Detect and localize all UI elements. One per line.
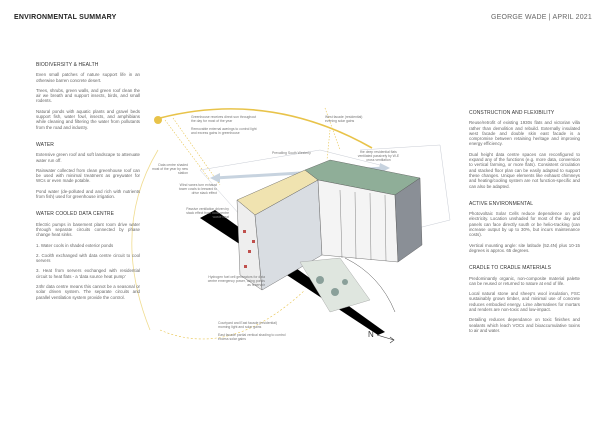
east-wing-curve	[344, 257, 396, 313]
paragraph: Electric pumps in basement plant room dr…	[36, 221, 140, 238]
paragraph: Photovoltaic Solar Cells reduce dependen…	[469, 211, 580, 238]
section-heading: WATER	[36, 141, 54, 148]
paragraph: Pond water (de-polluted and and rich wit…	[36, 188, 140, 200]
sun-icon	[154, 116, 162, 124]
paragraph: Detailing reduces dependance on toxic fi…	[469, 317, 580, 333]
sun-path-arc-left	[131, 149, 159, 331]
paragraph: Trees, shrubs, green walls, and green ro…	[36, 87, 140, 104]
right-text-column: CONSTRUCTION AND FLEXIBILITY Reuse/retro…	[469, 110, 580, 346]
paragraph: Vertical mounting angle: site latitude (…	[469, 242, 580, 253]
paragraph: Extensive green roof and soft landscape …	[36, 152, 140, 163]
section-heading: ACTIVE ENVIRONMENTAL	[469, 200, 534, 207]
annotation-wind: Prevailing South Westerly	[272, 151, 311, 155]
annotation-awnings: Removable external awnings to control li…	[191, 127, 257, 136]
paragraph: Predominantly organic, non-composite mat…	[469, 275, 580, 286]
section-biodiversity: BIODIVERSITY & HEALTH Even small patches…	[36, 62, 140, 130]
paragraph: Even small patches of nature support lif…	[36, 72, 140, 83]
annotation-east-shading: East facade partial vertical shading to …	[218, 333, 286, 342]
page-title: ENVIRONMENTAL SUMMARY	[14, 14, 117, 21]
section-active-environmental: ACTIVE ENVIRONMENTAL Photovoltaic Solar …	[469, 200, 580, 253]
paragraph: Natural ponds with aquatic plants and gr…	[36, 108, 140, 130]
annotation-courtyard: Courtyard and East facade (residential) …	[218, 321, 277, 330]
section-cradle-to-cradle: CRADLE TO CRADLE MATERIALS Predominantly…	[469, 265, 580, 333]
list-item: 1. Water cools in shaded exterior ponds	[36, 242, 114, 248]
section-heading: BIODIVERSITY & HEALTH	[36, 62, 99, 68]
annotation-west-facade: West facade (residential) evening solar …	[325, 115, 363, 124]
paragraph: Reuse/retrofit of existing 1930s flats a…	[469, 120, 580, 147]
section-heading: CRADLE TO CRADLE MATERIALS	[469, 265, 552, 272]
paragraph: Rainwater collected from clean greenhous…	[36, 167, 140, 184]
annotation-passive-vent: Passive ventilation driven by stack effe…	[186, 207, 229, 220]
north-arrow-icon	[376, 334, 395, 344]
list-item: 3. Heat from servers exchanged with resi…	[36, 268, 140, 279]
sun-path-arc	[159, 108, 373, 149]
section-construction: CONSTRUCTION AND FLEXIBILITY Reuse/retro…	[469, 110, 580, 189]
annotation-data-shaded: Data centre shaded most of the year by n…	[152, 163, 188, 176]
list-item: 2. Coolth exchanged with data centre cir…	[36, 252, 140, 264]
section-heading: WATER COOLED DATA CENTRE	[36, 211, 115, 218]
section-heading: CONSTRUCTION AND FLEXIBILITY	[469, 110, 555, 116]
annotation-greenhouse-sun: Greenhouse receives direct sun throughou…	[191, 115, 257, 124]
sun-path-arc-lower	[159, 289, 306, 340]
paragraph: Local natural stone and sheep's wool ins…	[469, 291, 580, 313]
north-arrow-label: N	[368, 330, 374, 339]
annotation-flats-vent: the deep residential flats ventilated pa…	[357, 150, 400, 163]
paragraph: 24hr data centre means this cannot be a …	[36, 284, 140, 300]
courtyard-garden	[299, 257, 371, 313]
section-data-centre: WATER COOLED DATA CENTRE Electric pumps …	[36, 212, 140, 300]
left-text-column: BIODIVERSITY & HEALTH Even small patches…	[36, 62, 140, 313]
paragraph: Dual height data centre spaces can recon…	[469, 151, 580, 189]
annotation-hydrogen: Hydrogen fuel cell generators for data c…	[207, 275, 265, 288]
author-date: GEORGE WADE | APRIL 2021	[490, 14, 592, 21]
annotation-wind-vanes: Wind vanes turn exhaust tower cowls to l…	[178, 183, 217, 196]
section-water: WATER Extensive green roof and soft land…	[36, 141, 140, 200]
